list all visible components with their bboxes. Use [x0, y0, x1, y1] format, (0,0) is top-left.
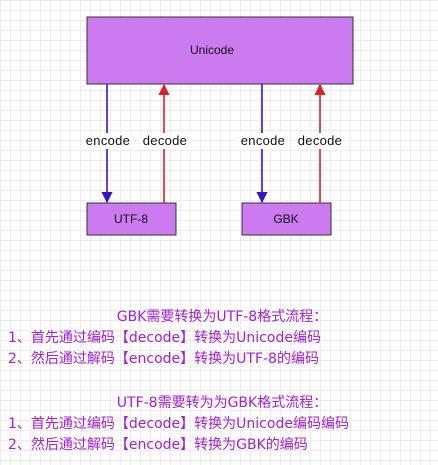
gbk-decode-label: decode: [298, 133, 342, 148]
gbk-to-utf8-notes: GBK需要转换为UTF-8格式流程： 1、首先通过编码【decode】转换为Un…: [0, 307, 438, 370]
utf8-decode-label: decode: [143, 133, 187, 148]
gbk-to-utf8-step-1: 1、首先通过编码【decode】转换为Unicode编码: [8, 330, 321, 346]
utf8-to-gbk-notes: UTF-8需要转为为GBK格式流程： 1、首先通过编码【decode】转换为Un…: [0, 393, 438, 456]
gbk-to-utf8-step-2: 2、然后通过解码【encode】转换为UTF-8的编码: [8, 351, 319, 367]
utf8-to-gbk-step-1: 1、首先通过编码【decode】转换为Unicode编码编码: [8, 416, 349, 432]
utf8-to-gbk-step-2: 2、然后通过解码【encode】转换为GBK的编码: [8, 437, 308, 453]
encoding-diagram: Unicode UTF-8 GBK encode decode encode d…: [85, 16, 354, 236]
unicode-node-label: Unicode: [190, 43, 234, 57]
utf8-to-gbk-title: UTF-8需要转为为GBK格式流程：: [116, 395, 328, 411]
gbk-encode-label: encode: [241, 133, 285, 148]
utf8-encode-label: encode: [86, 133, 130, 148]
utf8-node-label: UTF-8: [114, 212, 148, 226]
utf8-node: UTF-8: [86, 202, 177, 236]
gbk-node: GBK: [241, 202, 332, 236]
gbk-node-label: GBK: [273, 212, 298, 226]
unicode-node: Unicode: [86, 16, 354, 85]
gbk-to-utf8-title: GBK需要转换为UTF-8格式流程：: [116, 309, 328, 325]
